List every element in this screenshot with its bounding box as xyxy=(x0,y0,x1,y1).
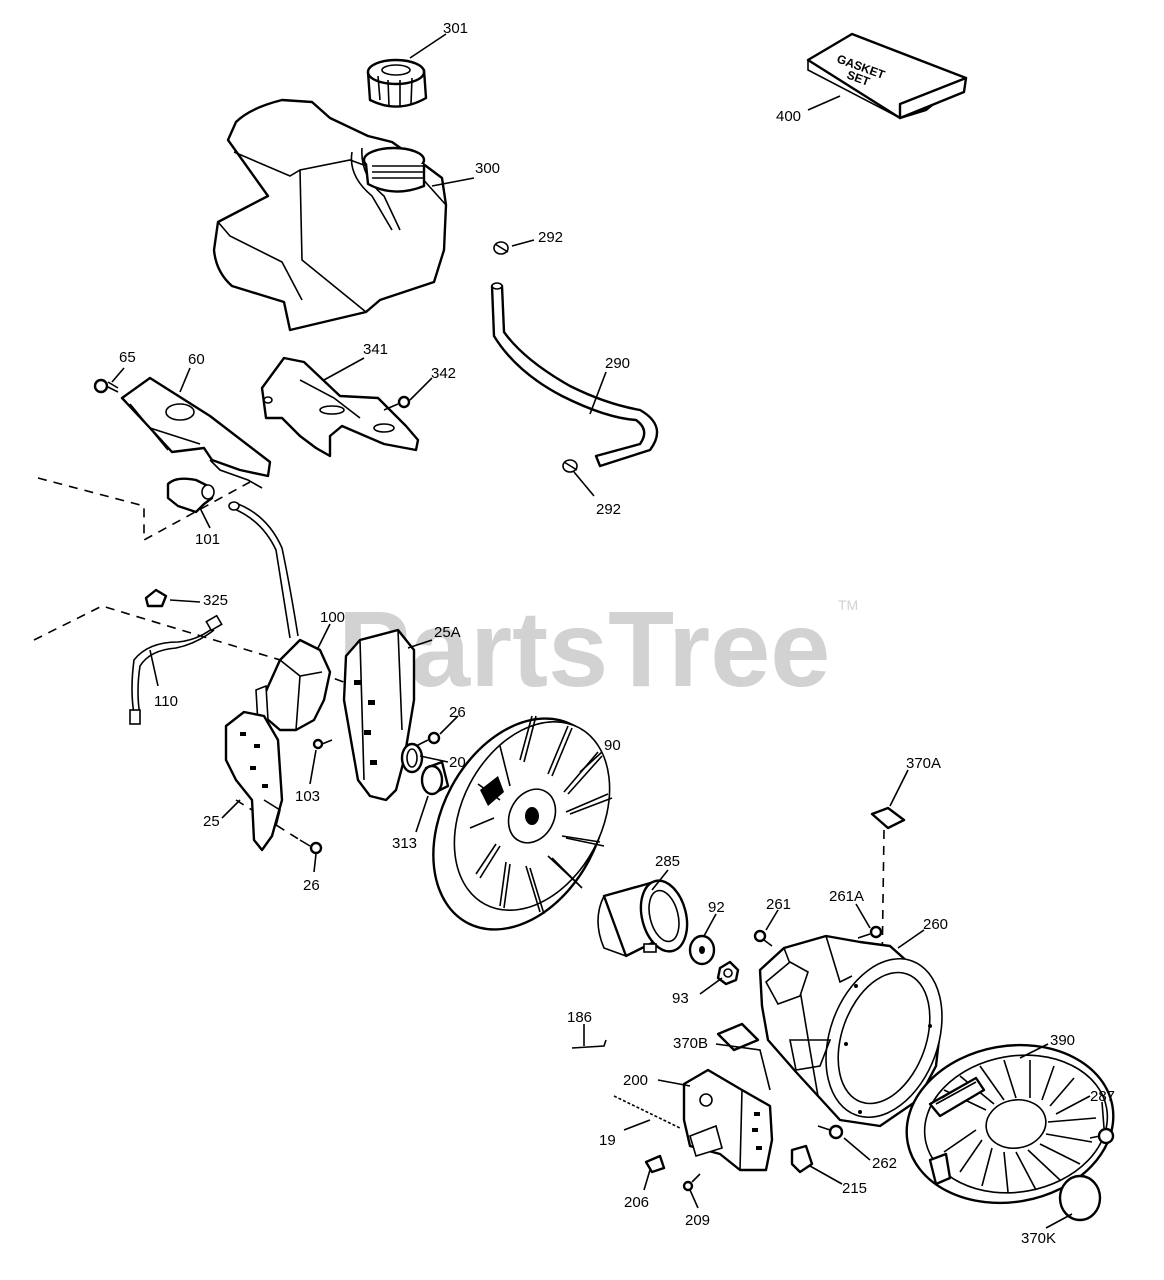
callout-26-lower: 26 xyxy=(303,877,320,894)
part-ignition-module xyxy=(228,501,332,732)
part-decal-370B xyxy=(716,1022,760,1052)
part-elbow-101 xyxy=(166,477,215,514)
callout-labels: 301 400 300 292 65 60 341 342 290 292 10… xyxy=(119,20,1115,1247)
callout-301: 301 xyxy=(443,20,468,37)
callout-261A: 261A xyxy=(829,888,864,905)
callout-209: 209 xyxy=(685,1212,710,1229)
callout-25A: 25A xyxy=(434,624,461,641)
callout-100: 100 xyxy=(320,609,345,626)
callout-285: 285 xyxy=(655,853,680,870)
part-spring-19 xyxy=(613,1095,681,1129)
part-gasket-set: GASKET SET xyxy=(806,32,968,120)
callout-101: 101 xyxy=(195,531,220,548)
callout-206: 206 xyxy=(624,1194,649,1211)
part-flywheel xyxy=(432,715,613,931)
leader-lines xyxy=(111,33,1105,1229)
part-rewind-starter xyxy=(905,1043,1115,1205)
part-screw-287 xyxy=(1089,1127,1115,1145)
callout-287: 287 xyxy=(1090,1088,1115,1105)
callout-26-upper: 26 xyxy=(449,704,466,721)
part-screen-285 xyxy=(597,879,689,958)
part-decal-370K xyxy=(1058,1174,1102,1222)
part-fuel-line xyxy=(490,282,659,468)
part-screw-65 xyxy=(93,378,119,394)
part-nut-93 xyxy=(716,960,740,986)
callout-370B: 370B xyxy=(673,1035,708,1052)
part-bracket-215 xyxy=(790,1144,814,1174)
part-screw-26-lower xyxy=(299,839,323,855)
part-hose-clamp-lower xyxy=(562,459,578,473)
part-clip-325 xyxy=(144,588,168,608)
watermark-text: PartsTree xyxy=(338,588,830,709)
part-screw-261A xyxy=(857,925,883,939)
callout-186: 186 xyxy=(567,1009,592,1026)
callout-65: 65 xyxy=(119,349,136,366)
part-blower-housing xyxy=(758,934,943,1128)
callout-25: 25 xyxy=(203,813,220,830)
callout-60: 60 xyxy=(188,351,205,368)
part-clip-206 xyxy=(644,1154,666,1174)
callout-370A: 370A xyxy=(906,755,941,772)
part-ring-20 xyxy=(400,742,424,774)
callout-19: 19 xyxy=(599,1132,616,1149)
part-bracket-341 xyxy=(260,356,420,458)
callout-200: 200 xyxy=(623,1072,648,1089)
part-screw-209 xyxy=(682,1173,701,1192)
part-control-bracket xyxy=(682,1068,774,1172)
callout-370K: 370K xyxy=(1021,1230,1056,1247)
callout-103: 103 xyxy=(295,788,320,805)
callout-292-upper: 292 xyxy=(538,229,563,246)
callout-292-lower: 292 xyxy=(596,501,621,518)
part-link-186 xyxy=(571,1039,607,1049)
callout-390: 390 xyxy=(1050,1032,1075,1049)
part-washer-92 xyxy=(688,934,716,966)
part-screw-261 xyxy=(753,929,773,947)
part-ring-313 xyxy=(420,760,450,796)
part-fuel-cap xyxy=(366,58,428,108)
part-screw-342 xyxy=(383,395,411,411)
part-decal-370A xyxy=(870,806,906,830)
callout-341: 341 xyxy=(363,341,388,358)
callout-20: 20 xyxy=(449,754,466,771)
callout-262: 262 xyxy=(872,1155,897,1172)
callout-260: 260 xyxy=(923,916,948,933)
callout-300: 300 xyxy=(475,160,500,177)
callout-90: 90 xyxy=(604,737,621,754)
callout-93: 93 xyxy=(672,990,689,1007)
part-bracket-25A xyxy=(342,628,416,802)
callout-215: 215 xyxy=(842,1180,867,1197)
part-ground-wire xyxy=(129,614,223,725)
part-bracket-60 xyxy=(120,376,272,489)
callout-342: 342 xyxy=(431,365,456,382)
watermark-trademark: TM xyxy=(838,597,858,613)
callout-400: 400 xyxy=(776,108,801,125)
callout-325: 325 xyxy=(203,592,228,609)
part-screw-26-upper xyxy=(415,731,441,747)
callout-92: 92 xyxy=(708,899,725,916)
part-screw-262 xyxy=(817,1124,844,1140)
part-fuel-tank xyxy=(212,98,448,332)
part-hose-clamp-upper xyxy=(493,241,509,255)
callout-110: 110 xyxy=(154,693,178,710)
part-bracket-25 xyxy=(224,710,284,852)
callout-290: 290 xyxy=(605,355,630,372)
part-screw-103 xyxy=(312,738,333,750)
callout-261: 261 xyxy=(766,896,791,913)
callout-313: 313 xyxy=(392,835,417,852)
